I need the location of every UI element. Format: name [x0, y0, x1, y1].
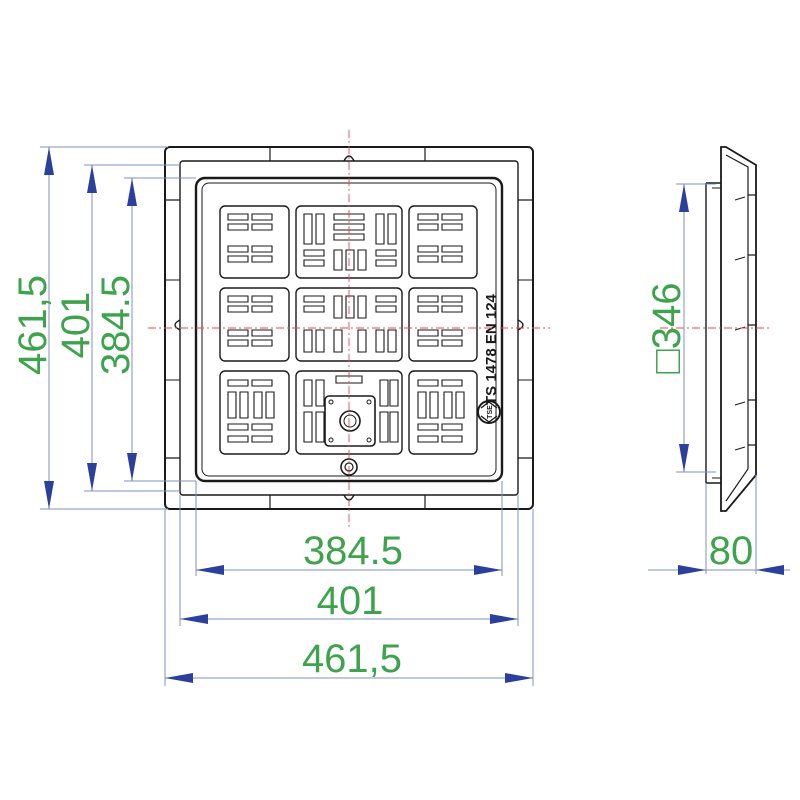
- dim-depth: 80: [709, 529, 754, 573]
- tse-logo-letters: TSE: [487, 405, 494, 419]
- dim-width-outer: 461,5: [302, 637, 402, 681]
- square-symbol-icon: □: [645, 349, 689, 373]
- dim-width-inner: 384.5: [303, 529, 403, 573]
- dim-height-mid: 401: [54, 292, 98, 359]
- plan-view: TS 1478 EN 124 TSE: [148, 130, 550, 530]
- cover-marking-text: TS 1478 EN 124: [483, 293, 500, 405]
- dim-clear-opening-value: 346: [645, 283, 689, 350]
- vertical-dimensions: 461,5 401 384.5: [11, 146, 196, 510]
- center-lines-plan: [148, 130, 550, 530]
- dim-height-inner: 384.5: [94, 275, 138, 375]
- grip-slots: [227, 213, 465, 443]
- dim-width-mid: 401: [317, 579, 384, 623]
- horizontal-dimensions: 384.5 401 461,5: [164, 481, 534, 686]
- tse-logo-icon: TSE: [477, 400, 501, 424]
- dim-height-outer: 461,5: [11, 275, 55, 375]
- dim-clear-opening: □346: [645, 283, 689, 374]
- side-view: □346 80: [645, 146, 790, 575]
- lifting-plate: [324, 395, 376, 447]
